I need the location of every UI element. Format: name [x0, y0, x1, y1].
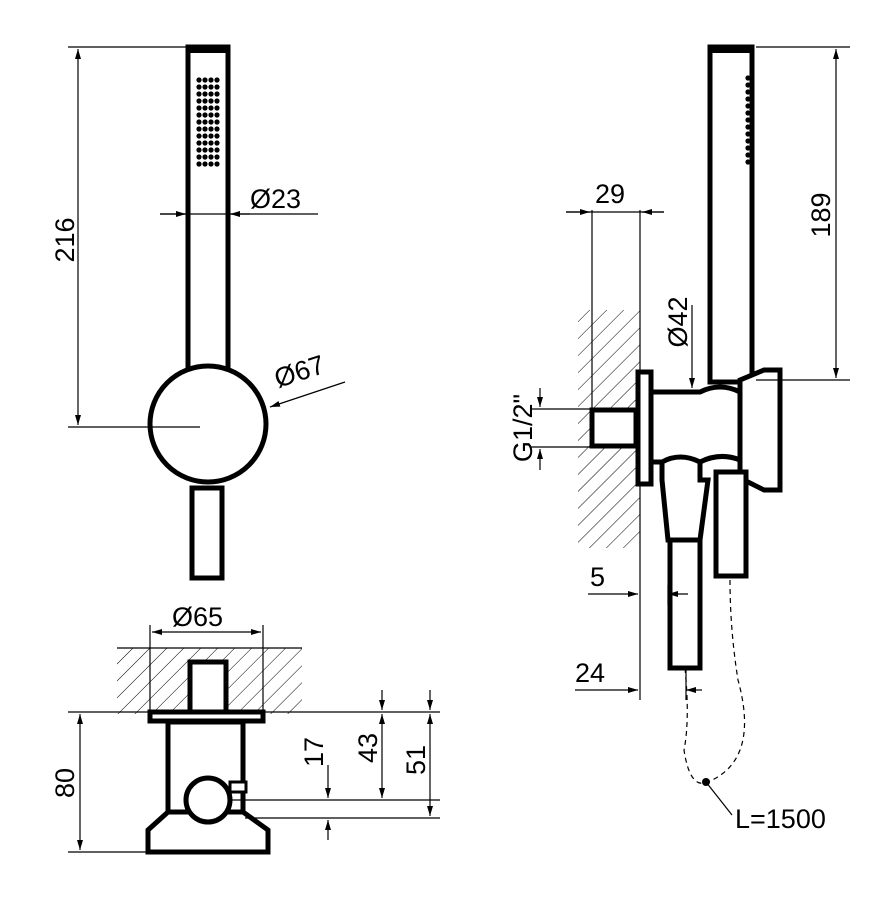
side-nozzle-dot — [745, 138, 751, 144]
nozzle-dot — [196, 133, 202, 139]
dim-5-label: 5 — [590, 562, 605, 592]
nozzle-dot — [202, 140, 208, 146]
nozzle-dot — [214, 133, 220, 139]
handle-diameter-label: Ø23 — [250, 184, 301, 214]
nozzle-dot — [208, 84, 214, 90]
nozzle-dot — [208, 105, 214, 111]
nozzle-dot — [202, 84, 208, 90]
side-inlet-pipe — [589, 407, 639, 449]
dim-24-label: 24 — [575, 658, 605, 688]
supply-pipe — [189, 485, 225, 581]
nozzle-dot — [202, 119, 208, 125]
side-view: L=1500 29 189 Ø42 G1/2" 5 24 — [508, 44, 850, 834]
side-nozzle-dot — [745, 131, 751, 137]
nozzle-dot — [202, 77, 208, 83]
nozzle-dot — [202, 105, 208, 111]
side-nozzle-dot — [745, 159, 751, 165]
nozzle-dot — [214, 98, 220, 104]
nozzle-dot — [208, 161, 214, 167]
handle-tube — [713, 469, 749, 579]
hose-pipe — [667, 537, 703, 671]
side-nozzle-dot — [745, 124, 751, 130]
nozzle-dot — [202, 147, 208, 153]
side-nozzle-dot — [745, 103, 751, 109]
nozzle-dot — [202, 91, 208, 97]
nozzle-dot — [196, 147, 202, 153]
hose-length-label: L=1500 — [735, 804, 826, 834]
nozzle-dot — [196, 105, 202, 111]
nozzle-dot — [196, 77, 202, 83]
nozzle-dot — [196, 161, 202, 167]
nozzle-dot — [208, 126, 214, 132]
nozzle-dot — [208, 77, 214, 83]
nozzle-dot — [214, 77, 220, 83]
nozzle-dot — [208, 154, 214, 160]
nozzle-dot — [196, 91, 202, 97]
nozzle-dot — [214, 147, 220, 153]
nozzle-dot — [202, 98, 208, 104]
nozzle-dot — [196, 112, 202, 118]
cover-plate — [145, 809, 271, 855]
side-valve-body — [648, 384, 744, 465]
nozzle-dot — [214, 91, 220, 97]
front-view: 216 Ø23 Ø67 — [50, 44, 346, 581]
hose-connector — [659, 454, 711, 543]
nozzle-dot — [214, 161, 220, 167]
side-nozzle-dot — [745, 117, 751, 123]
nozzle-dot — [214, 119, 220, 125]
side-nozzle-dot — [745, 89, 751, 95]
side-nozzle-dot — [745, 96, 751, 102]
side-nozzle-dot — [745, 75, 751, 81]
nozzle-dot — [202, 154, 208, 160]
dim-43-label: 43 — [353, 733, 383, 763]
hand-shower-handle — [185, 44, 231, 380]
nozzle-dot — [214, 154, 220, 160]
nozzle-dot — [196, 119, 202, 125]
dim-51-label: 51 — [401, 745, 431, 775]
nozzle-dot — [214, 84, 220, 90]
nozzle-dot — [196, 140, 202, 146]
side-nozzle-dot — [745, 145, 751, 151]
nozzle-dot — [196, 154, 202, 160]
top-view: Ø65 80 17 43 51 — [50, 602, 440, 855]
nozzle-dot — [202, 126, 208, 132]
dim-189-label: 189 — [806, 192, 836, 237]
nozzle-dot — [202, 161, 208, 167]
nozzle-dot — [202, 133, 208, 139]
nozzle-dot — [208, 98, 214, 104]
side-nozzle-dot — [745, 110, 751, 116]
side-shower-nozzles — [745, 75, 751, 165]
thread-label: G1/2" — [508, 394, 538, 462]
nozzle-dot — [214, 126, 220, 132]
round-body — [147, 363, 269, 485]
nozzle-dot — [208, 119, 214, 125]
side-hand-shower-handle — [707, 44, 755, 385]
dim-42-label: Ø42 — [663, 296, 693, 347]
nozzle-dot — [196, 84, 202, 90]
shower-nozzles — [196, 77, 220, 167]
height-label: 216 — [50, 217, 80, 262]
nozzle-dot — [208, 133, 214, 139]
dim-17-label: 17 — [299, 737, 329, 767]
nozzle-dot — [196, 126, 202, 132]
nozzle-dot — [208, 112, 214, 118]
inlet-pipe — [187, 659, 229, 717]
side-nozzle-dot — [745, 152, 751, 158]
flange-diameter-label: Ø65 — [172, 602, 223, 632]
nozzle-dot — [208, 140, 214, 146]
nozzle-dot — [196, 98, 202, 104]
nozzle-dot — [208, 91, 214, 97]
depth-label: 80 — [50, 768, 80, 798]
nozzle-dot — [214, 105, 220, 111]
nozzle-dot — [214, 140, 220, 146]
nozzle-dot — [208, 147, 214, 153]
dim-29-label: 29 — [595, 179, 625, 209]
nozzle-dot — [214, 112, 220, 118]
nozzle-dot — [202, 112, 208, 118]
body-diameter-label: Ø67 — [271, 349, 329, 393]
side-nozzle-dot — [745, 82, 751, 88]
control-knob — [183, 775, 233, 825]
